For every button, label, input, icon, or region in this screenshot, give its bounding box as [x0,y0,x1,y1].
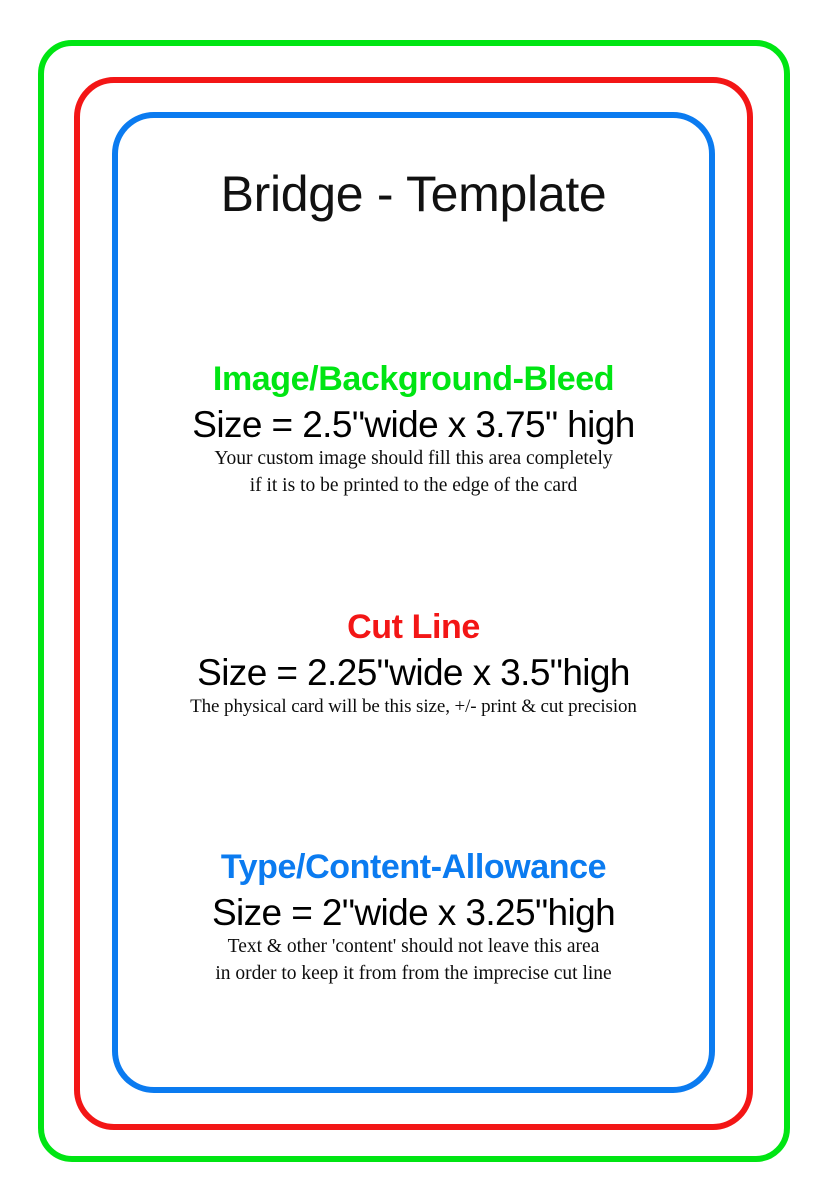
bleed-note-line-1: Your custom image should fill this area … [214,448,613,470]
cut-line-heading: Cut Line [347,608,480,646]
template-text-layer: Bridge - Template Image/Background-Bleed… [112,112,715,1093]
content-allowance-spec-block: Type/Content-Allowance Size = 2"wide x 3… [98,849,729,987]
cut-line-size-label: Size = 2.25"wide x 3.5"high [197,651,630,693]
bleed-spec-block: Image/Background-Bleed Size = 2.5"wide x… [98,361,729,499]
bleed-size-label: Size = 2.5"wide x 3.75" high [192,403,635,445]
page-title: Bridge - Template [220,166,607,222]
bleed-note-line-2: if it is to be printed to the edge of th… [249,474,578,496]
content-allowance-note-line-2: in order to keep it from from the imprec… [215,962,612,984]
cut-line-spec-block: Cut Line Size = 2.25"wide x 3.5"high The… [98,609,729,719]
content-allowance-heading: Type/Content-Allowance [220,848,607,886]
bleed-heading: Image/Background-Bleed [212,360,615,398]
content-allowance-size-label: Size = 2"wide x 3.25"high [211,891,616,933]
cut-line-note-line-1: The physical card will be this size, +/-… [190,696,637,718]
content-allowance-note-line-1: Text & other 'content' should not leave … [227,936,600,958]
